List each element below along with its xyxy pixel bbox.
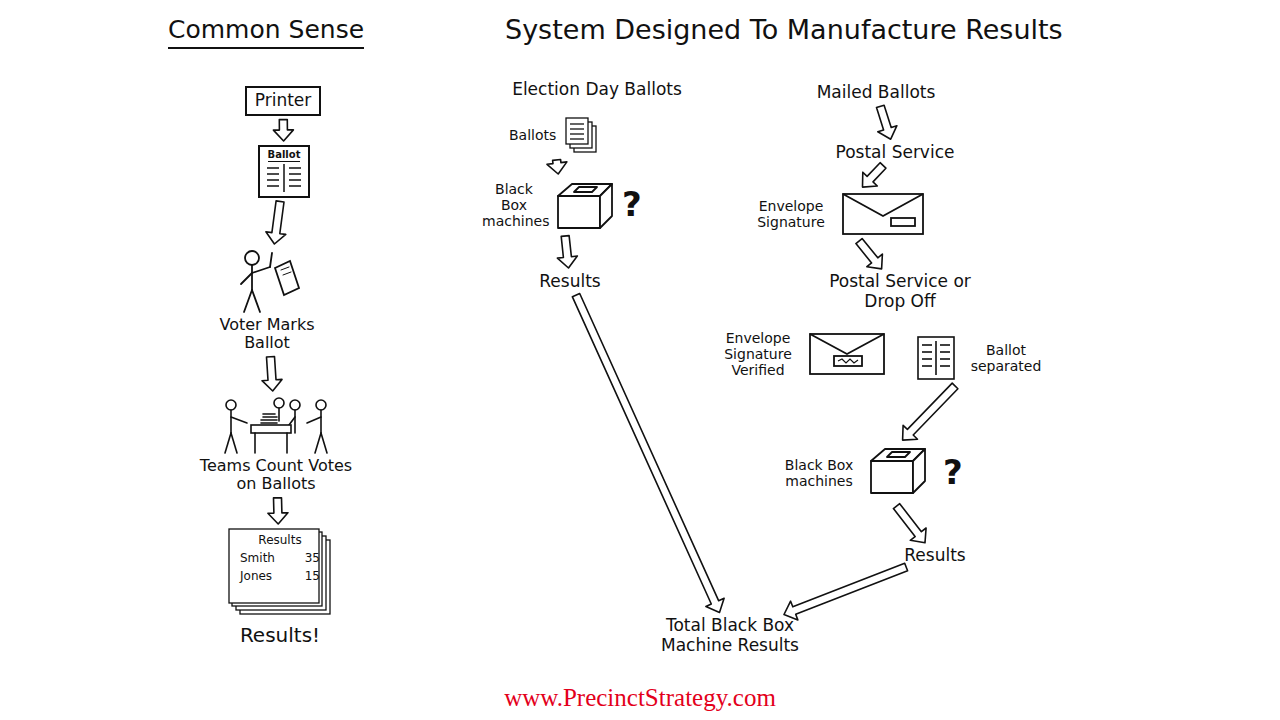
flow-arrow <box>863 163 886 187</box>
flow-arrow <box>262 357 282 392</box>
website-caption: www.PrecinctStrategy.com <box>0 684 1280 713</box>
flow-step: Printer <box>245 86 321 116</box>
step-label: Envelope Signature <box>749 198 833 230</box>
table-heading: Results <box>240 534 320 548</box>
flow-arrow <box>572 294 724 613</box>
team-icon <box>221 395 331 457</box>
step-label: Election Day Ballots <box>492 80 702 100</box>
flow-step: Ballots <box>505 114 602 156</box>
flow-arrow <box>547 160 567 175</box>
column-heading: Common Sense <box>168 16 364 49</box>
step-label: Results <box>890 546 980 566</box>
flow-arrow <box>266 201 286 244</box>
flow-step: Postal Service or Drop Off <box>818 272 982 311</box>
bbox-icon <box>867 445 935 501</box>
flow-step: Election Day Ballots <box>492 80 702 100</box>
results-sheet: ResultsSmith35Jones15Results! <box>215 528 345 647</box>
flow-step: Voter Marks Ballot <box>205 248 329 353</box>
flow-step: Teams Count Votes on Ballots <box>190 395 362 494</box>
flow-step: Total Black Box Machine Results <box>630 616 830 655</box>
table-cell: Jones <box>240 570 305 584</box>
flow-step: Black Box machines? <box>775 443 967 503</box>
lines-icon <box>262 162 306 194</box>
step-label: Printer <box>253 91 313 111</box>
ballot-title: Ballot <box>268 149 301 162</box>
step-label: Mailed Ballots <box>798 83 954 103</box>
flow-arrow <box>877 105 897 139</box>
table-cell: 35 <box>305 552 320 566</box>
flow-arrow <box>268 498 288 524</box>
ballot-icon <box>916 335 956 381</box>
results-exclaim: Results! <box>240 624 320 647</box>
flow-step: Black Box machines? <box>478 178 646 232</box>
flow-step: Postal Service <box>822 143 968 163</box>
flow-arrow <box>856 239 883 269</box>
diagram-title: System Designed To Manufacture Results <box>505 14 1063 45</box>
flow-arrow <box>557 236 577 268</box>
step-label: Black Box machines <box>482 181 546 229</box>
flow-step: Results <box>530 272 610 292</box>
step-label: Ballots <box>509 127 556 143</box>
question-mark: ? <box>622 185 642 224</box>
flow-step: Envelope Signature <box>745 190 929 238</box>
voter-icon <box>232 248 302 316</box>
flow-arrow <box>903 383 958 440</box>
step-label: Total Black Box Machine Results <box>630 616 830 655</box>
step-label: Teams Count Votes on Ballots <box>190 457 362 494</box>
question-mark: ? <box>943 453 963 492</box>
flow-step: Mailed Ballots <box>798 83 954 103</box>
stack-icon <box>564 116 598 154</box>
results-table: ResultsSmith35Jones15 <box>240 534 320 583</box>
table-cell: Smith <box>240 552 305 566</box>
flow-step: Ballot separated <box>912 333 1052 383</box>
env-icon <box>841 192 925 236</box>
step-label: Postal Service or Drop Off <box>818 272 982 311</box>
flow-step: Results <box>890 546 980 566</box>
flow-step: Envelope Signature Verified <box>712 328 890 380</box>
flow-arrow <box>273 120 293 142</box>
flow-arrow <box>893 504 926 543</box>
step-label: Voter Marks Ballot <box>205 316 329 353</box>
step-label: Postal Service <box>822 143 968 163</box>
table-cell: 15 <box>305 570 320 584</box>
step-label: Envelope Signature Verified <box>716 330 800 378</box>
step-label: Results <box>530 272 610 292</box>
bbox-icon <box>554 180 614 230</box>
flow-arrow <box>784 563 908 620</box>
env2-icon <box>808 332 886 376</box>
step-label: Black Box machines <box>779 457 859 489</box>
results-pages: ResultsSmith35Jones15 <box>228 528 332 616</box>
ballot-shape: Ballot <box>258 145 310 198</box>
step-label: Ballot separated <box>964 342 1048 374</box>
